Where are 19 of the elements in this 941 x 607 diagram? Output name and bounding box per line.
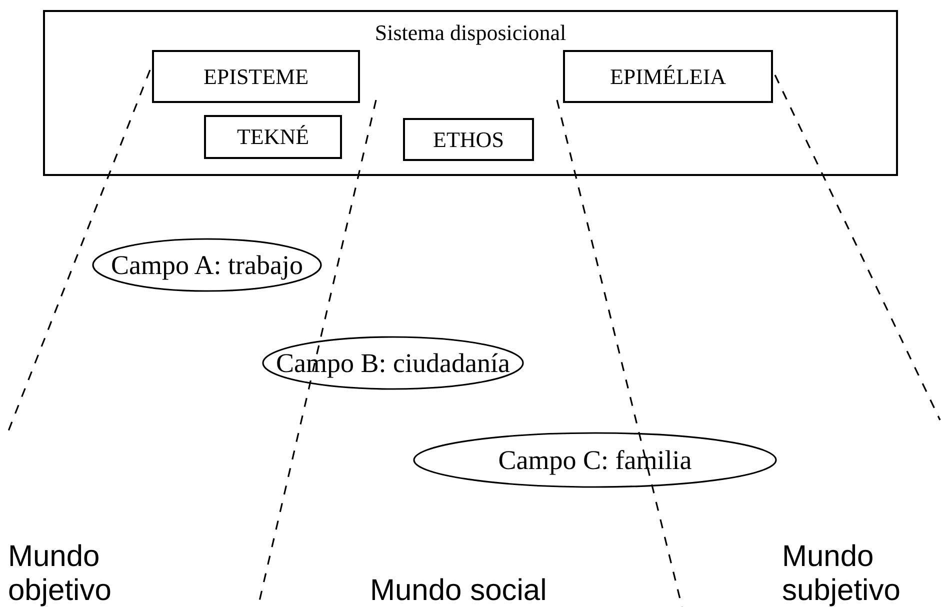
concept-label: EPIMÉLEIA: [610, 64, 726, 90]
concept-box: [403, 118, 534, 161]
concept-box: [204, 115, 342, 159]
field-ellipse: [262, 336, 524, 390]
concept-label: TEKNÉ: [236, 124, 310, 150]
concept-box: [152, 50, 360, 103]
field-ellipse: [92, 238, 322, 292]
concept-label: ETHOS: [433, 126, 504, 152]
field-ellipse: [413, 432, 777, 488]
concept-label: EPISTEME: [203, 64, 309, 90]
field-label: Campo B: ciudadanía: [276, 348, 510, 378]
field-label: Campo C: familia: [498, 444, 692, 476]
world-label: Mundo objetivo: [8, 540, 112, 607]
frame-title: Sistema disposicional: [374, 20, 568, 46]
world-label: Mundo subjetivo: [782, 540, 902, 607]
field-label: Campo A: trabajo: [111, 250, 303, 280]
concept-box: [563, 50, 773, 103]
system-frame: [43, 10, 898, 176]
world-label: Mundo social: [370, 574, 548, 607]
